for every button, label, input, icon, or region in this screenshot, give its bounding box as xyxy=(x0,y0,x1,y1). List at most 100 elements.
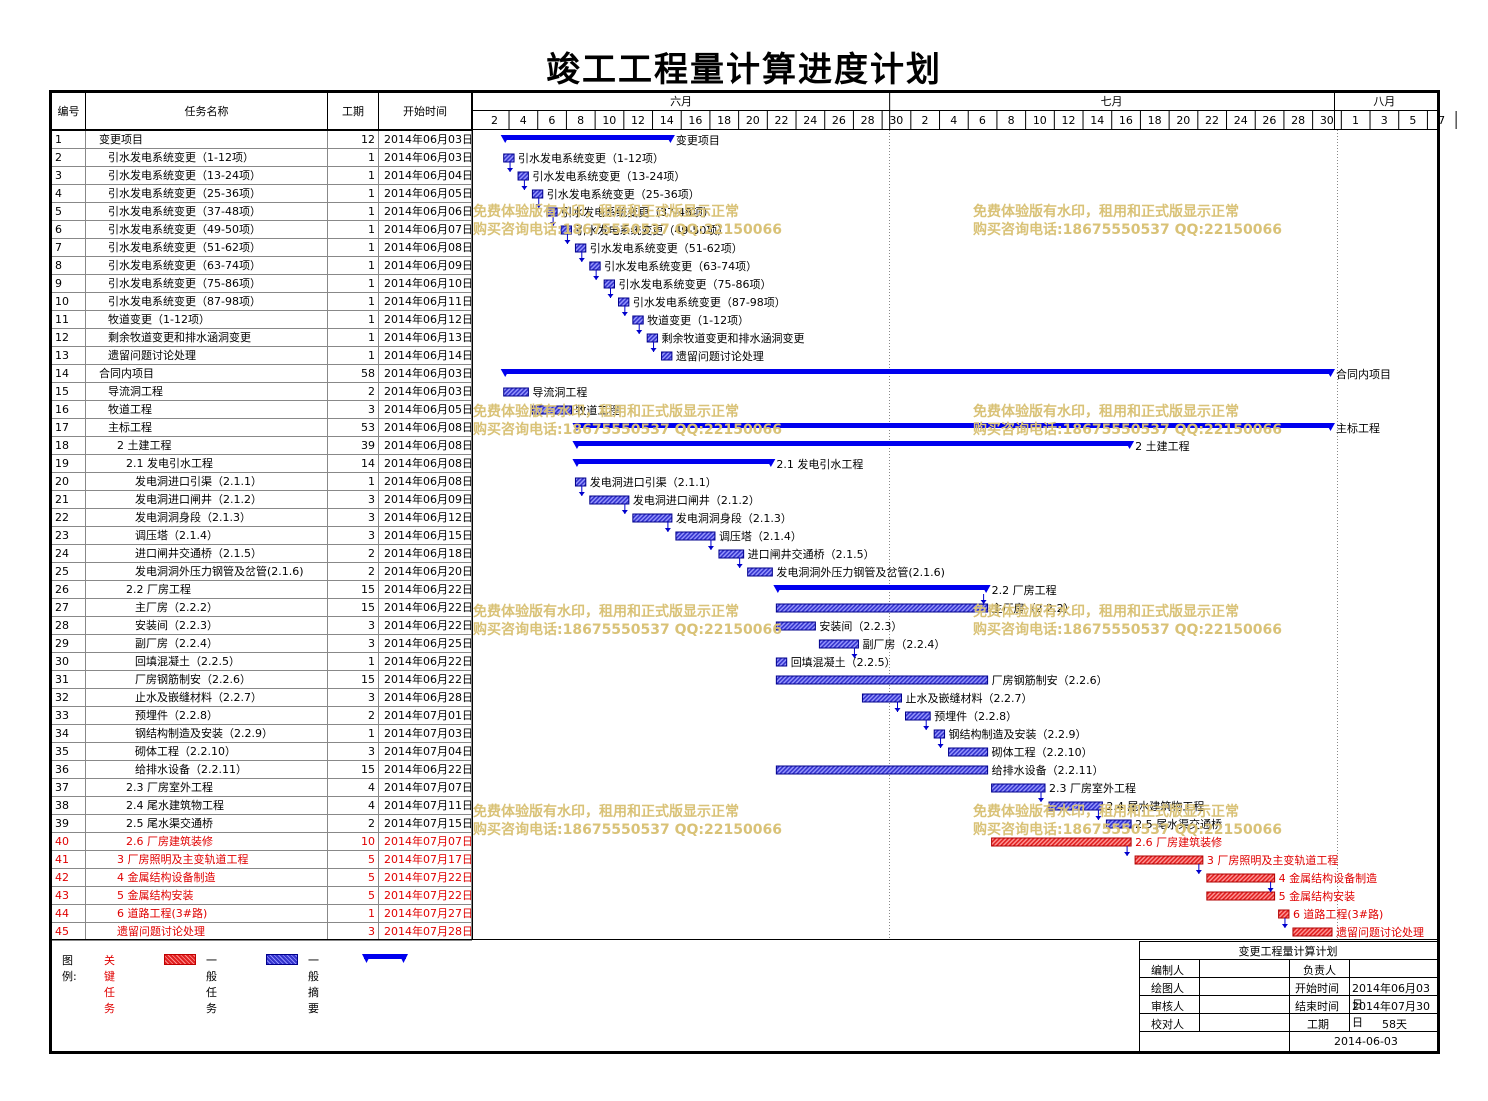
task-id: 5 xyxy=(52,203,86,221)
task-bar xyxy=(775,675,989,685)
task-name: 2.3 厂房室外工程 xyxy=(86,779,328,797)
task-bar xyxy=(517,171,529,181)
critical-task-bar xyxy=(1134,855,1204,865)
bar-label: 引水发电系统变更（49-50项） xyxy=(575,223,728,237)
month-label: 七月 xyxy=(1101,95,1123,108)
dependency-arrowhead xyxy=(535,204,542,208)
task-id: 17 xyxy=(52,419,86,437)
task-name: 4 金属结构设备制造 xyxy=(86,869,328,887)
bar-label: 剩余牧道变更和排水涵洞变更 xyxy=(662,331,805,345)
task-start: 2014年06月13日 xyxy=(379,329,472,347)
task-start: 2014年06月08日 xyxy=(379,419,472,437)
task-duration: 1 xyxy=(328,167,379,185)
task-name: 给排水设备（2.2.11） xyxy=(86,761,328,779)
summary-bar-start xyxy=(572,423,582,431)
task-start: 2014年07月28日 xyxy=(379,923,472,941)
task-bar xyxy=(933,729,946,739)
task-start: 2014年06月07日 xyxy=(379,221,472,239)
task-start: 2014年06月11日 xyxy=(379,293,472,311)
dependency-arrowhead xyxy=(736,564,743,568)
info-start-value: 2014年06月03日 xyxy=(1352,982,1430,1011)
dependency-arrowhead xyxy=(636,330,643,334)
day-tick-label: 16 xyxy=(1119,114,1133,127)
day-tick-label: 4 xyxy=(950,114,957,127)
task-id: 36 xyxy=(52,761,86,779)
legend-label: 图例: xyxy=(62,954,77,983)
task-start: 2014年06月10日 xyxy=(379,275,472,293)
task-name: 厂房钢筋制安（2.2.6） xyxy=(86,671,328,689)
day-tick-label: 1 xyxy=(1352,114,1359,127)
task-id: 27 xyxy=(52,599,86,617)
task-id: 26 xyxy=(52,581,86,599)
dependency-arrowhead xyxy=(593,276,600,280)
bar-label: 2.4 尾水建筑物工程 xyxy=(1106,799,1204,813)
day-tick-label: 24 xyxy=(803,114,817,127)
task-start: 2014年07月15日 xyxy=(379,815,472,833)
task-start: 2014年06月22日 xyxy=(379,761,472,779)
day-tick-label: 30 xyxy=(889,114,903,127)
task-duration: 5 xyxy=(328,869,379,887)
dependency-arrowhead xyxy=(607,294,614,298)
task-duration: 15 xyxy=(328,581,379,599)
task-name: 引水发电系统变更（87-98项） xyxy=(86,293,328,311)
task-duration: 1 xyxy=(328,275,379,293)
task-name: 2.4 尾水建筑物工程 xyxy=(86,797,328,815)
task-id: 1 xyxy=(52,131,86,149)
task-id: 34 xyxy=(52,725,86,743)
task-id: 10 xyxy=(52,293,86,311)
day-tick-label: 10 xyxy=(1033,114,1047,127)
task-name: 副厂房（2.2.4） xyxy=(86,635,328,653)
task-duration: 10 xyxy=(328,833,379,851)
task-duration: 1 xyxy=(328,725,379,743)
task-bar xyxy=(632,315,644,325)
critical-task-bar xyxy=(1292,927,1333,937)
day-tick-label: 2 xyxy=(922,114,929,127)
task-id: 44 xyxy=(52,905,86,923)
info-duration-label: 工期 xyxy=(1307,1018,1329,1031)
dependency-arrowhead xyxy=(937,744,944,748)
task-start: 2014年07月04日 xyxy=(379,743,472,761)
task-name: 止水及嵌缝材料（2.2.7） xyxy=(86,689,328,707)
month-label: 八月 xyxy=(1373,95,1395,108)
critical-task-bar xyxy=(991,837,1132,847)
task-name: 引水发电系统变更（1-12项） xyxy=(86,149,328,167)
day-tick-label: 18 xyxy=(717,114,731,127)
task-duration: 1 xyxy=(328,203,379,221)
task-start: 2014年06月08日 xyxy=(379,437,472,455)
task-duration: 3 xyxy=(328,491,379,509)
day-tick-label: 12 xyxy=(631,114,645,127)
task-id: 37 xyxy=(52,779,86,797)
task-start: 2014年07月03日 xyxy=(379,725,472,743)
task-id: 13 xyxy=(52,347,86,365)
watermark-text: 免费体验版有水印，租用和正式版显示正常 xyxy=(973,604,1239,620)
task-name: 牧道工程 xyxy=(86,401,328,419)
bar-label: 引水发电系统变更（37-48项） xyxy=(561,205,714,219)
task-duration: 5 xyxy=(328,887,379,905)
bar-label: 2.5 尾水渠交通桥 xyxy=(1135,817,1222,831)
dependency-arrowhead xyxy=(564,240,571,244)
bar-label: 回填混凝土（2.2.5） xyxy=(791,655,896,669)
task-duration: 2 xyxy=(328,815,379,833)
summary-bar xyxy=(575,459,773,464)
dependency-arrowhead xyxy=(507,168,514,172)
task-name: 钢结构制造及安装（2.2.9） xyxy=(86,725,328,743)
dependency-arrowhead xyxy=(1281,924,1288,928)
task-name: 引水发电系统变更（49-50项） xyxy=(86,221,328,239)
task-start: 2014年06月09日 xyxy=(379,257,472,275)
info-title: 变更工程量计算计划 xyxy=(1238,945,1338,958)
bar-label: 合同内项目 xyxy=(1336,367,1391,381)
task-duration: 15 xyxy=(328,761,379,779)
info-grid xyxy=(1139,941,1437,1051)
task-duration: 39 xyxy=(328,437,379,455)
